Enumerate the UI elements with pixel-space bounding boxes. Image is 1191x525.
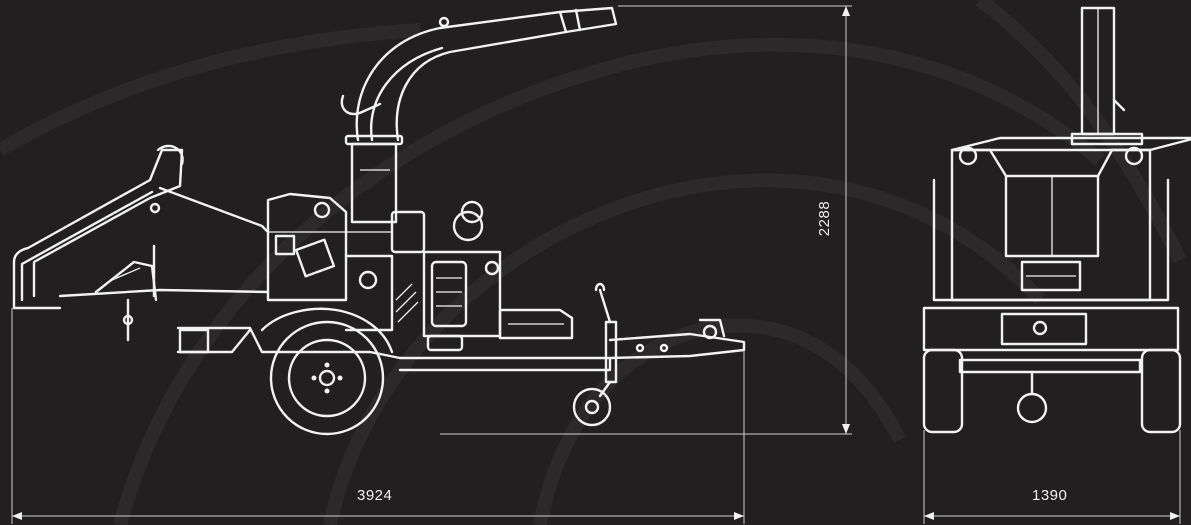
front-view bbox=[922, 6, 1191, 434]
jockey-wheel bbox=[572, 282, 618, 427]
dimension-length bbox=[11, 308, 745, 524]
discharge-chute bbox=[340, 6, 618, 224]
chipper-body bbox=[266, 192, 392, 302]
fuel-tank bbox=[426, 308, 574, 352]
front-chassis bbox=[922, 306, 1180, 374]
front-wheels bbox=[922, 348, 1182, 434]
width-dimension-label: 1390 bbox=[1032, 487, 1068, 504]
front-body bbox=[932, 136, 1191, 302]
road-wheel bbox=[260, 307, 394, 436]
chassis bbox=[176, 318, 746, 372]
engine bbox=[344, 200, 502, 338]
dimension-height bbox=[440, 5, 852, 435]
height-dimension-label: 2288 bbox=[816, 200, 834, 237]
infeed-hopper bbox=[12, 144, 270, 342]
side-view bbox=[12, 6, 746, 436]
dimension-width bbox=[923, 430, 1181, 524]
length-dimension-label: 3924 bbox=[357, 487, 393, 504]
